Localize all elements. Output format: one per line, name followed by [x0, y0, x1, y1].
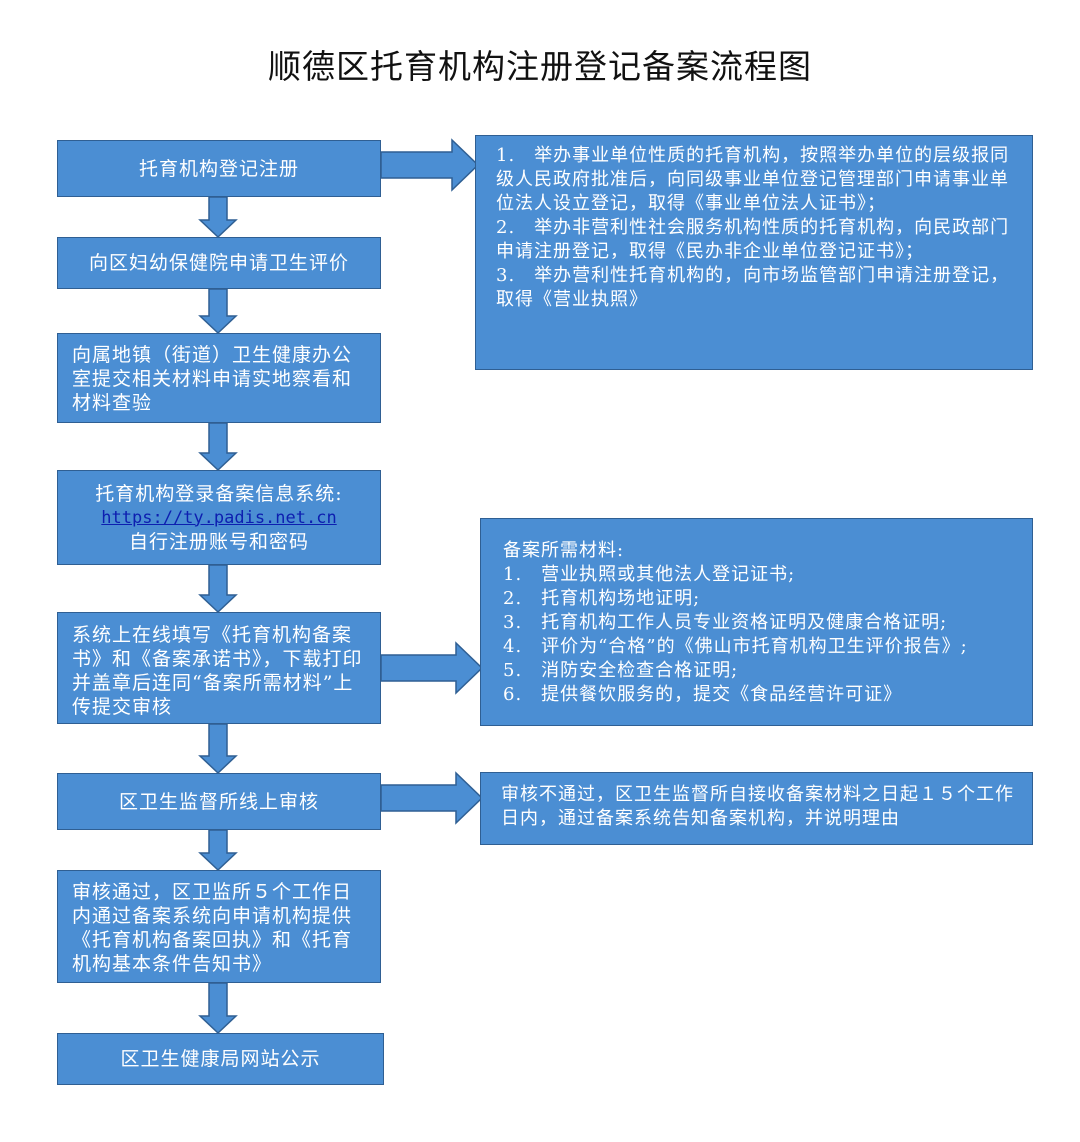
materials-heading: 备案所需材料:	[503, 540, 625, 561]
down-arrow	[198, 723, 238, 775]
step-health-evaluation: 向区妇幼保健院申请卫生评价	[57, 237, 381, 289]
materials-item: 1. 营业执照或其他法人登记证书;	[503, 564, 796, 585]
step-website-publicity: 区卫生健康局网站公示	[57, 1033, 384, 1085]
right-arrow	[380, 138, 480, 192]
right-arrow	[380, 771, 484, 825]
materials-item: 5. 消防安全检查合格证明;	[503, 660, 739, 681]
down-arrow	[198, 564, 238, 614]
review-fail-box: 审核不通过，区卫生监督所自接收备案材料之日起１５个工作日内，通过备案系统告知备案…	[480, 772, 1033, 845]
step-online-review: 区卫生监督所线上审核	[57, 773, 381, 830]
filing-system-link[interactable]: https://ty.padis.net.cn	[101, 507, 337, 528]
right-arrow	[380, 641, 484, 695]
page-title: 顺德区托育机构注册登记备案流程图	[268, 47, 812, 86]
step-register: 托育机构登记注册	[57, 140, 381, 197]
materials-item: 6. 提供餐饮服务的，提交《食品经营许可证》	[503, 684, 903, 705]
down-arrow	[198, 982, 238, 1035]
down-arrow	[198, 288, 238, 335]
down-arrow	[198, 829, 238, 872]
register-info-box: 1. 举办事业单位性质的托育机构，按照举办单位的层级报同级人民政府批准后，向同级…	[475, 135, 1033, 370]
step-onsite-inspection: 向属地镇（街道）卫生健康办公室提交相关材料申请实地察看和材料查验	[57, 333, 381, 423]
materials-item: 2. 托育机构场地证明;	[503, 588, 701, 609]
step-review-pass: 审核通过，区卫监所５个工作日内通过备案系统向申请机构提供《托育机构备案回执》和《…	[57, 870, 381, 983]
step-system-login: 托育机构登录备案信息系统: https://ty.padis.net.cn 自行…	[57, 470, 381, 565]
down-arrow	[198, 422, 238, 472]
down-arrow	[198, 196, 238, 239]
materials-box: 备案所需材料: 1. 营业执照或其他法人登记证书; 2. 托育机构场地证明; 3…	[480, 518, 1033, 726]
step-online-filing: 系统上在线填写《托育机构备案书》和《备案承诺书》，下载打印并盖章后连同“备案所需…	[57, 612, 381, 724]
materials-item: 4. 评价为“合格”的《佛山市托育机构卫生评价报告》;	[503, 636, 968, 657]
materials-item: 3. 托育机构工作人员专业资格证明及健康合格证明;	[503, 612, 948, 633]
